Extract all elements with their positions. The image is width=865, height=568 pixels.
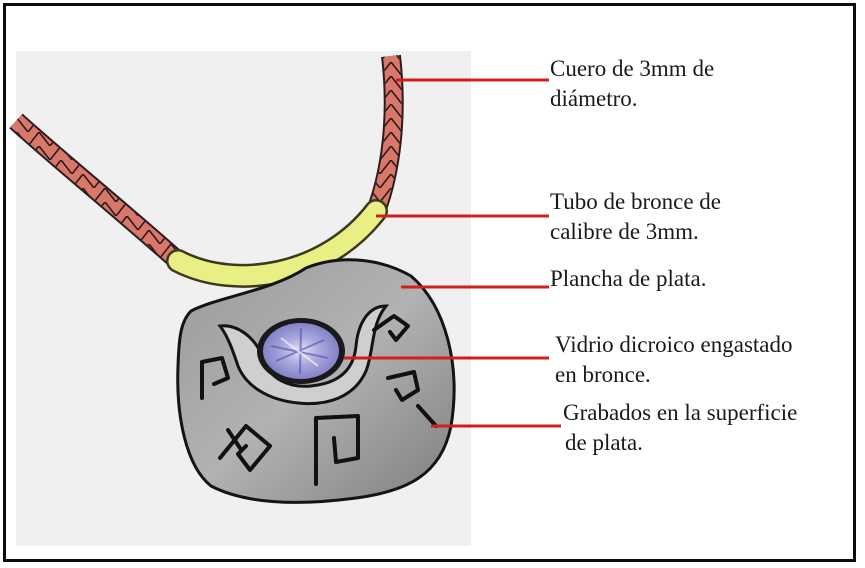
label-tube-line-1: Tubo de bronce de: [550, 189, 721, 214]
engravings: [200, 314, 438, 486]
label-glass-line-1: Vidrio dicroico engastado: [555, 332, 793, 357]
leader-lines: [344, 78, 561, 428]
label-plate: Plancha de plata.: [550, 264, 706, 294]
label-engravings: Grabados en la superficie de plata.: [563, 398, 797, 458]
pendant-illustration: [9, 51, 561, 546]
label-leather: Cuero de 3mm de diámetro.: [550, 54, 714, 114]
leather-cord: [9, 54, 404, 269]
label-engravings-line-1: Grabados en la superficie: [563, 400, 798, 425]
label-leather-line-1: Cuero de 3mm de: [550, 56, 715, 81]
figure-frame: Cuero de 3mm de diámetro. Tubo de bronce…: [3, 3, 856, 562]
label-engravings-line-2: de plata.: [565, 430, 643, 455]
label-tube: Tubo de bronce de calibre de 3mm.: [550, 187, 721, 247]
label-leather-line-2: diámetro.: [550, 86, 638, 111]
label-plate-line-1: Plancha de plata.: [550, 266, 707, 291]
label-tube-line-2: calibre de 3mm.: [550, 219, 699, 244]
label-glass: Vidrio dicroico engastado en bronce.: [555, 330, 793, 390]
label-glass-line-2: en bronce.: [555, 362, 651, 387]
